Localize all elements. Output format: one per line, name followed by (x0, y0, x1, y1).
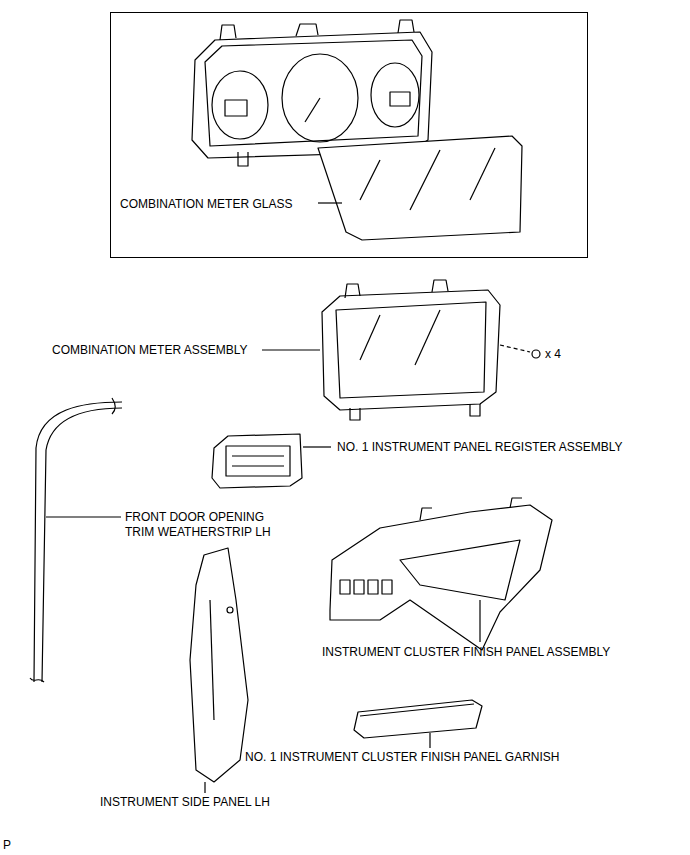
leader-line (262, 349, 320, 350)
leader-line (303, 446, 331, 447)
part-name: INSTRUMENT CLUSTER FINISH PANEL ASSEMBLY (322, 645, 610, 660)
finish-panel-drawing (330, 498, 552, 650)
enclosure-box: COMBINATION METER GLASS (110, 12, 588, 258)
side-panel-drawing (190, 548, 248, 782)
label-holder: INSTRUMENT SIDE PANEL LH (100, 795, 270, 810)
label-holder: INSTRUMENT CLUSTER FINISH PANEL ASSEMBLY (322, 645, 610, 660)
part-name: FRONT DOOR OPENING TRIM WEATHERSTRIP LH (125, 510, 290, 540)
part-name: COMBINATION METER ASSEMBLY (52, 343, 248, 358)
meter-glass-drawing (318, 136, 522, 240)
figure-code: P (3, 838, 11, 853)
label-holder: COMBINATION METER ASSEMBLY (52, 343, 248, 358)
part-name: COMBINATION METER GLASS (120, 197, 292, 212)
leader-line (479, 600, 480, 642)
register-drawing (212, 434, 302, 488)
leader-line (318, 202, 342, 203)
label-holder: x 4 (545, 347, 561, 362)
part-name: INSTRUMENT SIDE PANEL LH (100, 795, 270, 810)
meter-assembly-drawing (322, 280, 540, 420)
leader-line (429, 733, 430, 748)
label-holder: P (3, 838, 11, 853)
weatherstrip-drawing (30, 398, 122, 682)
part-name: NO. 1 INSTRUMENT PANEL REGISTER ASSEMBLY (337, 440, 623, 455)
quantity-label: x 4 (545, 347, 561, 362)
leader-line (204, 782, 205, 793)
label-holder: NO. 1 INSTRUMENT PANEL REGISTER ASSEMBLY (337, 440, 623, 455)
label-holder: NO. 1 INSTRUMENT CLUSTER FINISH PANEL GA… (245, 750, 560, 765)
garnish-drawing (354, 700, 482, 738)
part-name: NO. 1 INSTRUMENT CLUSTER FINISH PANEL GA… (245, 750, 560, 765)
label-holder: FRONT DOOR OPENING TRIM WEATHERSTRIP LH (125, 510, 290, 540)
leader-line (46, 516, 121, 517)
